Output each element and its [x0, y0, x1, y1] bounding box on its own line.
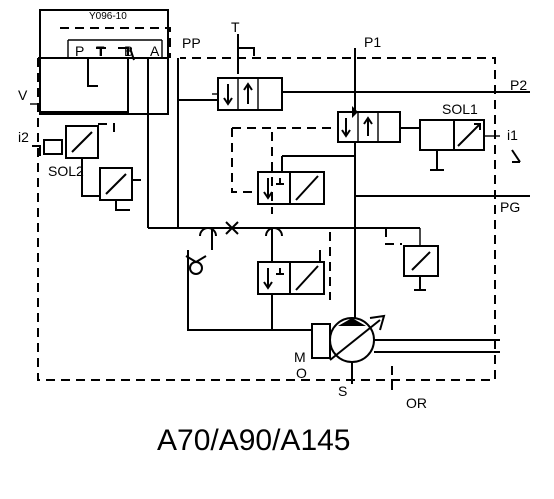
- port-pg-label: PG: [500, 199, 520, 215]
- variable-pump: [311, 314, 500, 394]
- port-p1-label: P1: [364, 34, 381, 50]
- port-pp-label: PP: [182, 35, 201, 51]
- solenoid-valve-lower: [257, 232, 331, 300]
- tank-port-top: [237, 34, 255, 74]
- solenoid-valve-middle: [257, 132, 325, 214]
- port-a-label: A: [150, 43, 160, 59]
- directional-valve-upper: [212, 77, 283, 111]
- valve-module-y096: [39, 9, 171, 228]
- sol1-valve: [419, 119, 521, 171]
- port-p2-label: P2: [510, 77, 527, 93]
- sol2-label: SOL2: [48, 163, 84, 179]
- port-t-top-label: T: [231, 19, 240, 35]
- relief-valve-right: [385, 228, 439, 291]
- check-valve: [185, 255, 207, 275]
- diagram-title: A70/A90/A145: [157, 424, 351, 457]
- port-v-label: V: [18, 87, 28, 103]
- port-m-label: M: [294, 349, 306, 365]
- directional-valve-center: [231, 106, 401, 193]
- port-p-label: P: [75, 43, 84, 59]
- port-t-label: T: [96, 43, 105, 59]
- sol1-label: SOL1: [442, 101, 478, 117]
- port-b-label: B: [124, 43, 133, 59]
- pressure-lines: [148, 48, 530, 331]
- signal-wiring: [30, 103, 41, 156]
- port-o-label: O: [296, 365, 307, 381]
- cross-junction: [199, 221, 283, 237]
- port-s-label: S: [338, 383, 347, 399]
- signal-i2-label: i2: [18, 129, 29, 145]
- port-or-label: OR: [406, 395, 427, 411]
- sol2-valve-cluster: [43, 123, 148, 211]
- part-label: Y096-10: [89, 11, 127, 22]
- signal-i1-label: i1: [507, 127, 518, 143]
